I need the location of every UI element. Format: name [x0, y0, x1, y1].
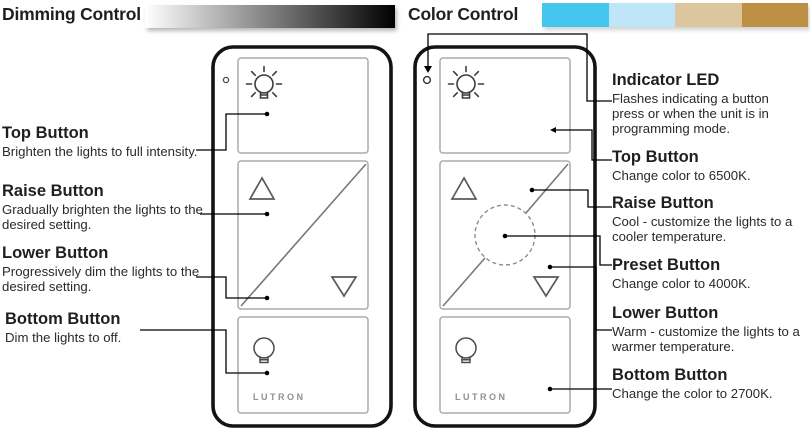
callout-line	[556, 129, 612, 161]
color-callout-lines	[427, 33, 612, 390]
callout-line	[550, 266, 612, 331]
callout-desc: Dim the lights to off.	[5, 330, 122, 345]
callout-title: Bottom Button	[5, 310, 121, 328]
callout-title: Preset Button	[612, 256, 721, 274]
callout-desc: Change the color to 2700K.	[612, 386, 773, 401]
callout-lower-button-dimming: Lower Button Progressively dim the light…	[2, 244, 207, 294]
callout-line	[196, 113, 267, 151]
callout-dot	[547, 264, 553, 270]
callout-desc: Cool - customize the lights to a cooler …	[612, 214, 793, 244]
callout-dot	[264, 370, 270, 376]
callout-line	[196, 276, 267, 299]
arrowhead-left-icon	[550, 127, 556, 133]
callout-dot	[264, 111, 270, 117]
callout-preset-button: Preset Button Change color to 4000K.	[612, 256, 807, 291]
color-swatch-bar	[542, 3, 808, 27]
dimming-callout-dots	[264, 111, 270, 376]
callout-desc: Flashes indicating a button press or whe…	[612, 91, 769, 136]
color-top-button	[439, 57, 571, 154]
callout-raise-button-dimming: Raise Button Gradually brighten the ligh…	[2, 182, 207, 232]
callout-bottom-button-color: Bottom Button Change the color to 2700K.	[612, 366, 810, 401]
lutron-logo: LUTRON	[253, 392, 306, 402]
callout-raise-button-color: Raise Button Cool - customize the lights…	[612, 194, 807, 244]
callout-desc: Gradually brighten the lights to the des…	[2, 202, 203, 232]
dimming-remote	[211, 45, 393, 428]
color-callout-markers	[424, 66, 556, 392]
callout-line	[532, 189, 612, 208]
color-diagonal-line	[442, 257, 486, 307]
callout-dot	[502, 233, 508, 239]
color-indicator-led	[422, 75, 432, 85]
callout-desc: Change color to 6500K.	[612, 168, 751, 183]
color-swatch	[542, 3, 609, 27]
callout-bottom-button-dimming: Bottom Button Dim the lights to off.	[5, 310, 210, 345]
callout-title: Top Button	[2, 124, 89, 142]
callout-title: Lower Button	[2, 244, 109, 262]
callout-desc: Change color to 4000K.	[612, 276, 751, 291]
color-diagonal-line	[525, 163, 569, 214]
callout-title: Raise Button	[2, 182, 104, 200]
callout-desc: Brighten the lights to full intensity.	[2, 144, 198, 159]
dimming-diagonal-line	[240, 163, 367, 307]
callout-line	[427, 33, 612, 102]
callout-dot	[529, 187, 535, 193]
callout-title: Lower Button	[612, 304, 719, 322]
arrowhead-down-icon	[424, 66, 432, 73]
callout-top-button-dimming: Top Button Brighten the lights to full i…	[2, 124, 232, 159]
dimming-callout-lines	[140, 113, 267, 374]
callout-lower-button-color: Lower Button Warm - customize the lights…	[612, 304, 810, 354]
callout-indicator-led: Indicator LED Flashes indicating a butto…	[612, 71, 784, 136]
color-swatch	[608, 3, 675, 27]
callout-dot	[547, 386, 553, 392]
callout-title: Bottom Button	[612, 366, 728, 384]
callout-dot	[264, 295, 270, 301]
dimming-top-button	[237, 57, 369, 154]
callout-title: Raise Button	[612, 194, 714, 212]
callout-desc: Warm - customize the lights to a warmer …	[612, 324, 800, 354]
dimming-gradient-bar	[145, 5, 395, 28]
color-swatch	[675, 3, 742, 27]
callout-title: Indicator LED	[612, 71, 720, 89]
color-section-title: Color Control	[408, 4, 519, 24]
callout-top-button-color: Top Button Change color to 6500K.	[612, 148, 807, 183]
callout-title: Top Button	[612, 148, 699, 166]
lutron-logo: LUTRON	[455, 392, 508, 402]
dimming-section-title: Dimming Control	[2, 4, 141, 24]
color-swatch	[741, 3, 808, 27]
dimming-indicator-led	[222, 76, 230, 84]
callout-line	[140, 329, 267, 374]
callout-line	[505, 235, 612, 266]
callout-desc: Progressively dim the lights to the desi…	[2, 264, 200, 294]
callout-dot	[264, 211, 270, 217]
